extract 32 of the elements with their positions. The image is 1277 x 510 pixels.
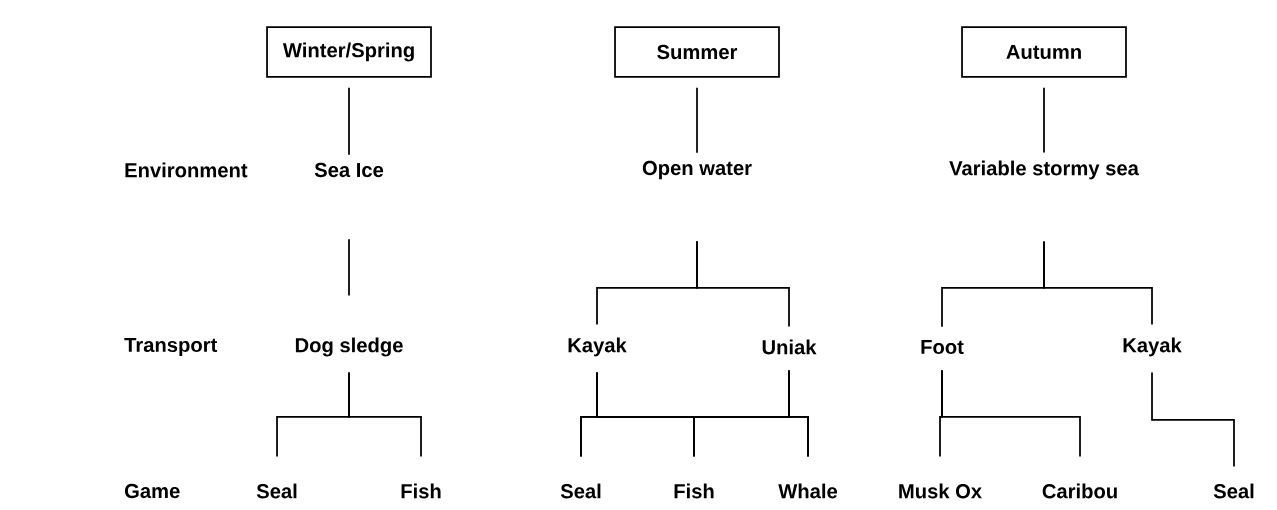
- row-label: Environment: [125, 162, 248, 178]
- node-label: Variable stormy sea: [949, 160, 1139, 180]
- node-label: Kayak: [568, 337, 627, 357]
- connector-line: [1043, 240, 1153, 326]
- node-label: Sea Ice: [314, 162, 384, 178]
- node-label: Whale: [778, 483, 838, 499]
- node-label: Musk Ox: [899, 483, 982, 499]
- node-label: Fish: [401, 483, 441, 499]
- season-box: Summer: [614, 26, 780, 78]
- season-box: Autumn: [961, 26, 1127, 78]
- connector-line: [1151, 371, 1235, 468]
- connector-line: [348, 238, 350, 297]
- connector-line: [348, 371, 422, 458]
- node-label: Open water: [642, 160, 752, 180]
- node-label: Uniak: [762, 339, 817, 355]
- node-label: Dog sledge: [295, 337, 403, 357]
- connector-line: [941, 369, 1081, 458]
- row-label: Transport: [124, 337, 218, 357]
- node-label: Kayak: [1123, 337, 1182, 357]
- connector-line: [696, 87, 698, 154]
- connector-line: [348, 87, 350, 156]
- season-box: Winter/Spring: [266, 26, 432, 78]
- connector-line: [1043, 87, 1045, 154]
- connector-line: [696, 240, 790, 328]
- node-label: Seal: [256, 483, 297, 499]
- node-label: Seal: [560, 483, 601, 499]
- node-label: Seal: [1213, 483, 1254, 499]
- node-label: Foot: [921, 339, 964, 355]
- connector-line: [788, 369, 809, 458]
- node-label: Caribou: [1042, 483, 1117, 499]
- node-label: Fish: [674, 483, 714, 499]
- row-label: Game: [124, 483, 180, 499]
